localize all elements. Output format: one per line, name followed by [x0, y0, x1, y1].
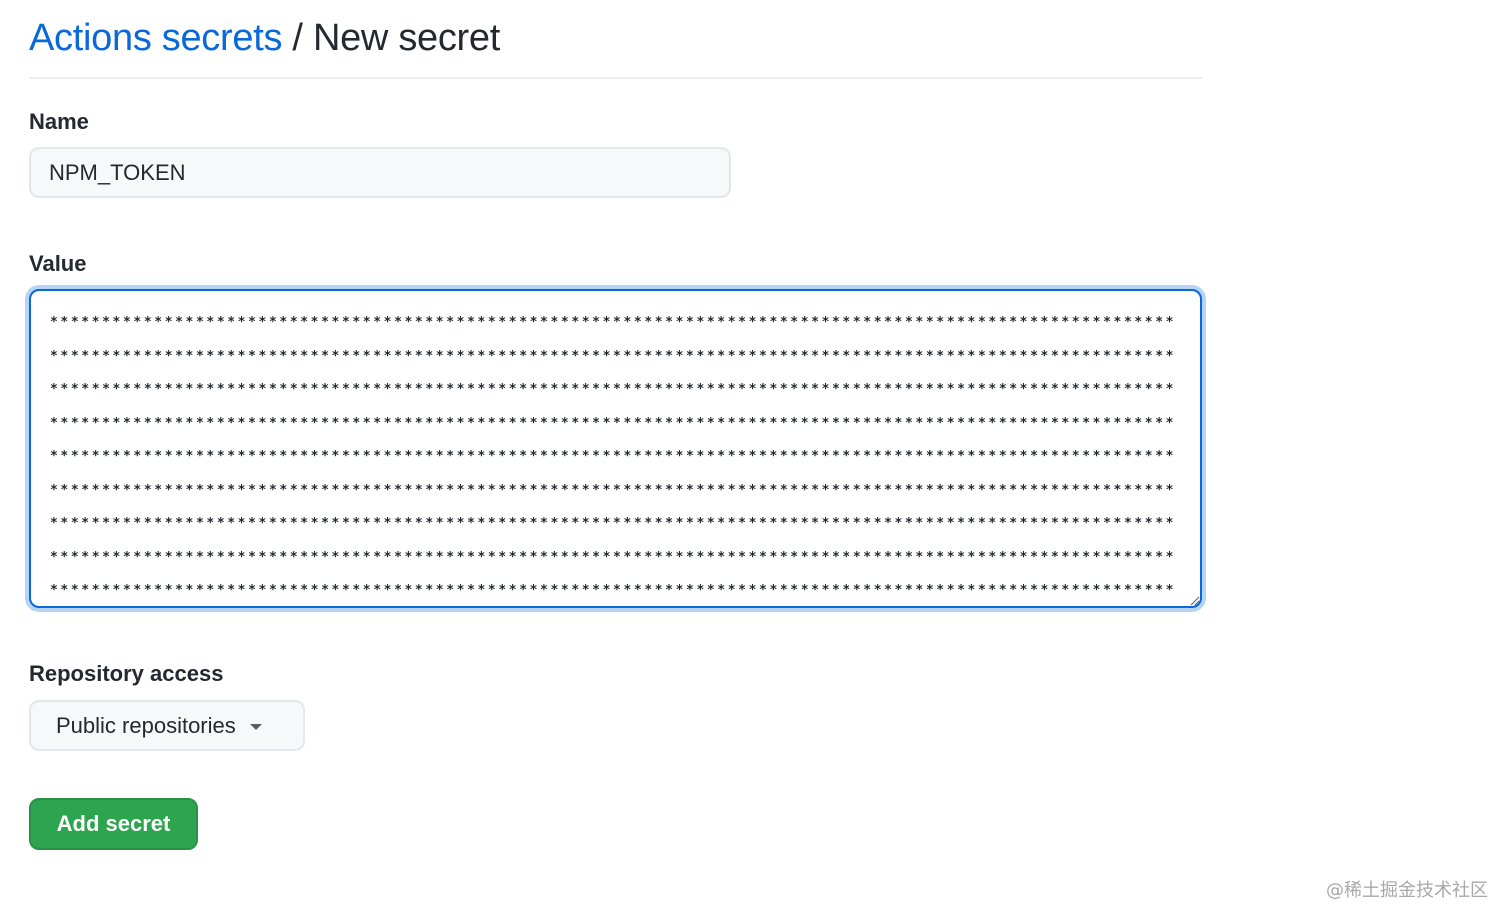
breadcrumb-separator: /: [282, 17, 313, 59]
repository-access-label: Repository access: [29, 661, 224, 686]
secret-value-textarea[interactable]: ****************************************…: [29, 289, 1202, 608]
caret-down-icon: [249, 723, 262, 730]
page-header: Actions secrets / New secret: [29, 12, 1202, 79]
value-label: Value: [29, 251, 87, 276]
repository-access-selected: Public repositories: [56, 712, 236, 738]
add-secret-button[interactable]: Add secret: [29, 798, 198, 850]
breadcrumb-current: New secret: [312, 17, 500, 59]
breadcrumb-actions-secrets-link[interactable]: Actions secrets: [29, 17, 283, 59]
page-title: Actions secrets / New secret: [29, 12, 1202, 64]
name-label: Name: [29, 109, 89, 134]
watermark: @稀土掘金技术社区: [1326, 880, 1488, 901]
secret-value-focus-ring: ****************************************…: [25, 285, 1206, 612]
secret-name-input[interactable]: [29, 147, 731, 198]
repository-access-dropdown[interactable]: Public repositories: [29, 700, 305, 751]
